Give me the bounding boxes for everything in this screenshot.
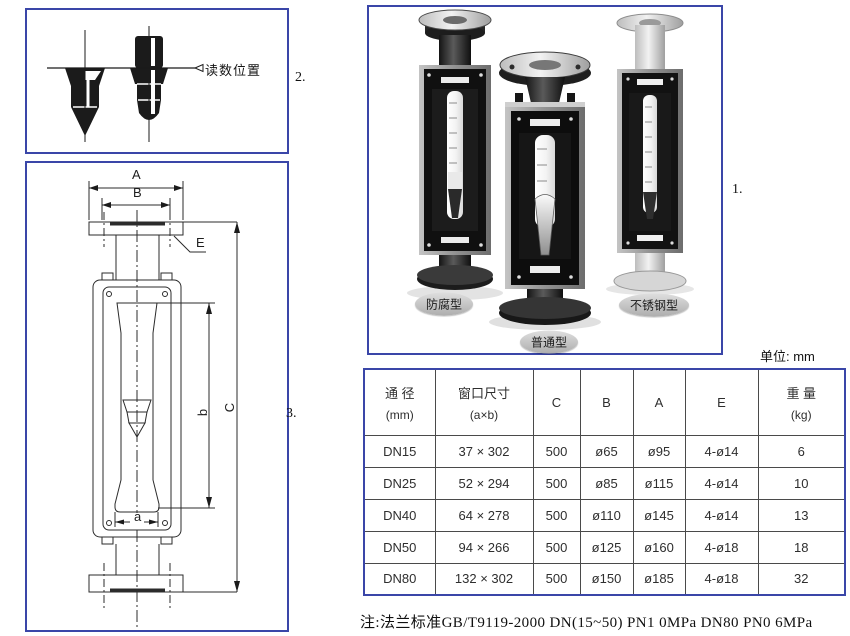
- reading-level-line: [47, 63, 204, 73]
- table-cell: DN15: [363, 434, 436, 468]
- table-cell: DN25: [363, 466, 436, 500]
- table-cell: 37 × 302: [434, 434, 534, 468]
- table-cell: 10: [757, 466, 846, 500]
- dim-label-C: C: [222, 402, 238, 413]
- dim-label-B: B: [133, 185, 142, 200]
- table-cell: 4-ø18: [684, 530, 759, 564]
- table-cell: 64 × 278: [434, 498, 534, 532]
- table-cell: 94 × 266: [434, 530, 534, 564]
- flowmeter-outline-drawing: [88, 181, 240, 628]
- meter-stainless: [613, 13, 687, 292]
- dim-label-E: E: [196, 235, 205, 250]
- leader-line-E: [173, 235, 206, 253]
- table-cell: ø115: [632, 466, 686, 500]
- dim-label-A: A: [132, 167, 141, 182]
- table-cell: ø65: [579, 434, 634, 468]
- table-cell: 500: [532, 434, 581, 468]
- table-cell: ø85: [579, 466, 634, 500]
- product-photo-panel: 防腐型 普通型 不锈钢型: [367, 5, 723, 355]
- cylinder-float: [130, 26, 168, 142]
- dim-label-a: a: [134, 509, 142, 524]
- section-number-1: 1.: [732, 182, 743, 197]
- table-cell: 18: [757, 530, 846, 564]
- column-header: B: [579, 368, 634, 436]
- table-cell: DN50: [363, 530, 436, 564]
- table-cell: 500: [532, 498, 581, 532]
- dimension-arrowheads: [89, 185, 240, 592]
- table-cell: 32: [757, 562, 846, 596]
- dimension-drawing-panel: A B E C b a: [25, 161, 289, 632]
- table-cell: ø110: [579, 498, 634, 532]
- window-outline: [114, 302, 160, 513]
- rotameter-photo: [407, 9, 694, 330]
- table-cell: ø160: [632, 530, 686, 564]
- section-number-3: 3.: [286, 406, 297, 421]
- table-cell: DN40: [363, 498, 436, 532]
- table-cell: 500: [532, 466, 581, 500]
- meter-anticorrosion: [417, 9, 493, 290]
- table-cell: ø125: [579, 530, 634, 564]
- table-cell: 4-ø14: [684, 466, 759, 500]
- units-label: 单位: mm: [760, 349, 815, 364]
- plumb-bob-float: [65, 30, 105, 142]
- float-outline: [122, 399, 152, 439]
- variant-label-standard: 普通型: [519, 330, 579, 354]
- column-header: 重 量(kg): [757, 368, 846, 436]
- section-number-2: 2.: [295, 70, 306, 85]
- flange-standard-note: 注:法兰标准GB/T9119-2000 DN(15~50) PN1 0MPa D…: [360, 615, 813, 631]
- table-cell: ø145: [632, 498, 686, 532]
- column-header: E: [684, 368, 759, 436]
- meter-body-outline: [92, 272, 182, 545]
- table-cell: 4-ø14: [684, 434, 759, 468]
- table-cell: ø185: [632, 562, 686, 596]
- reading-position-label: 读数位置: [205, 63, 262, 78]
- bottom-flange: [88, 574, 184, 593]
- table-cell: 13: [757, 498, 846, 532]
- table-cell: ø150: [579, 562, 634, 596]
- column-header: C: [532, 368, 581, 436]
- variant-label-stainless: 不锈钢型: [618, 293, 690, 317]
- table-cell: ø95: [632, 434, 686, 468]
- top-flange: [88, 221, 184, 236]
- float-reading-diagram: [47, 26, 204, 142]
- table-cell: 6: [757, 434, 846, 468]
- column-header: 窗口尺寸(a×b): [434, 368, 534, 436]
- table-cell: 132 × 302: [434, 562, 534, 596]
- table-cell: 4-ø18: [684, 562, 759, 596]
- reading-position-panel: 读数位置: [25, 8, 289, 154]
- table-cell: DN80: [363, 562, 436, 596]
- reading-arrow-icon: [193, 63, 204, 73]
- meter-standard: [499, 51, 591, 325]
- table-cell: 4-ø14: [684, 498, 759, 532]
- table-cell: 500: [532, 530, 581, 564]
- table-cell: 500: [532, 562, 581, 596]
- variant-label-anticorrosion: 防腐型: [414, 292, 474, 316]
- column-header: 通 径(mm): [363, 368, 436, 436]
- column-header: A: [632, 368, 686, 436]
- dim-label-b: b: [195, 408, 211, 417]
- table-cell: 52 × 294: [434, 466, 534, 500]
